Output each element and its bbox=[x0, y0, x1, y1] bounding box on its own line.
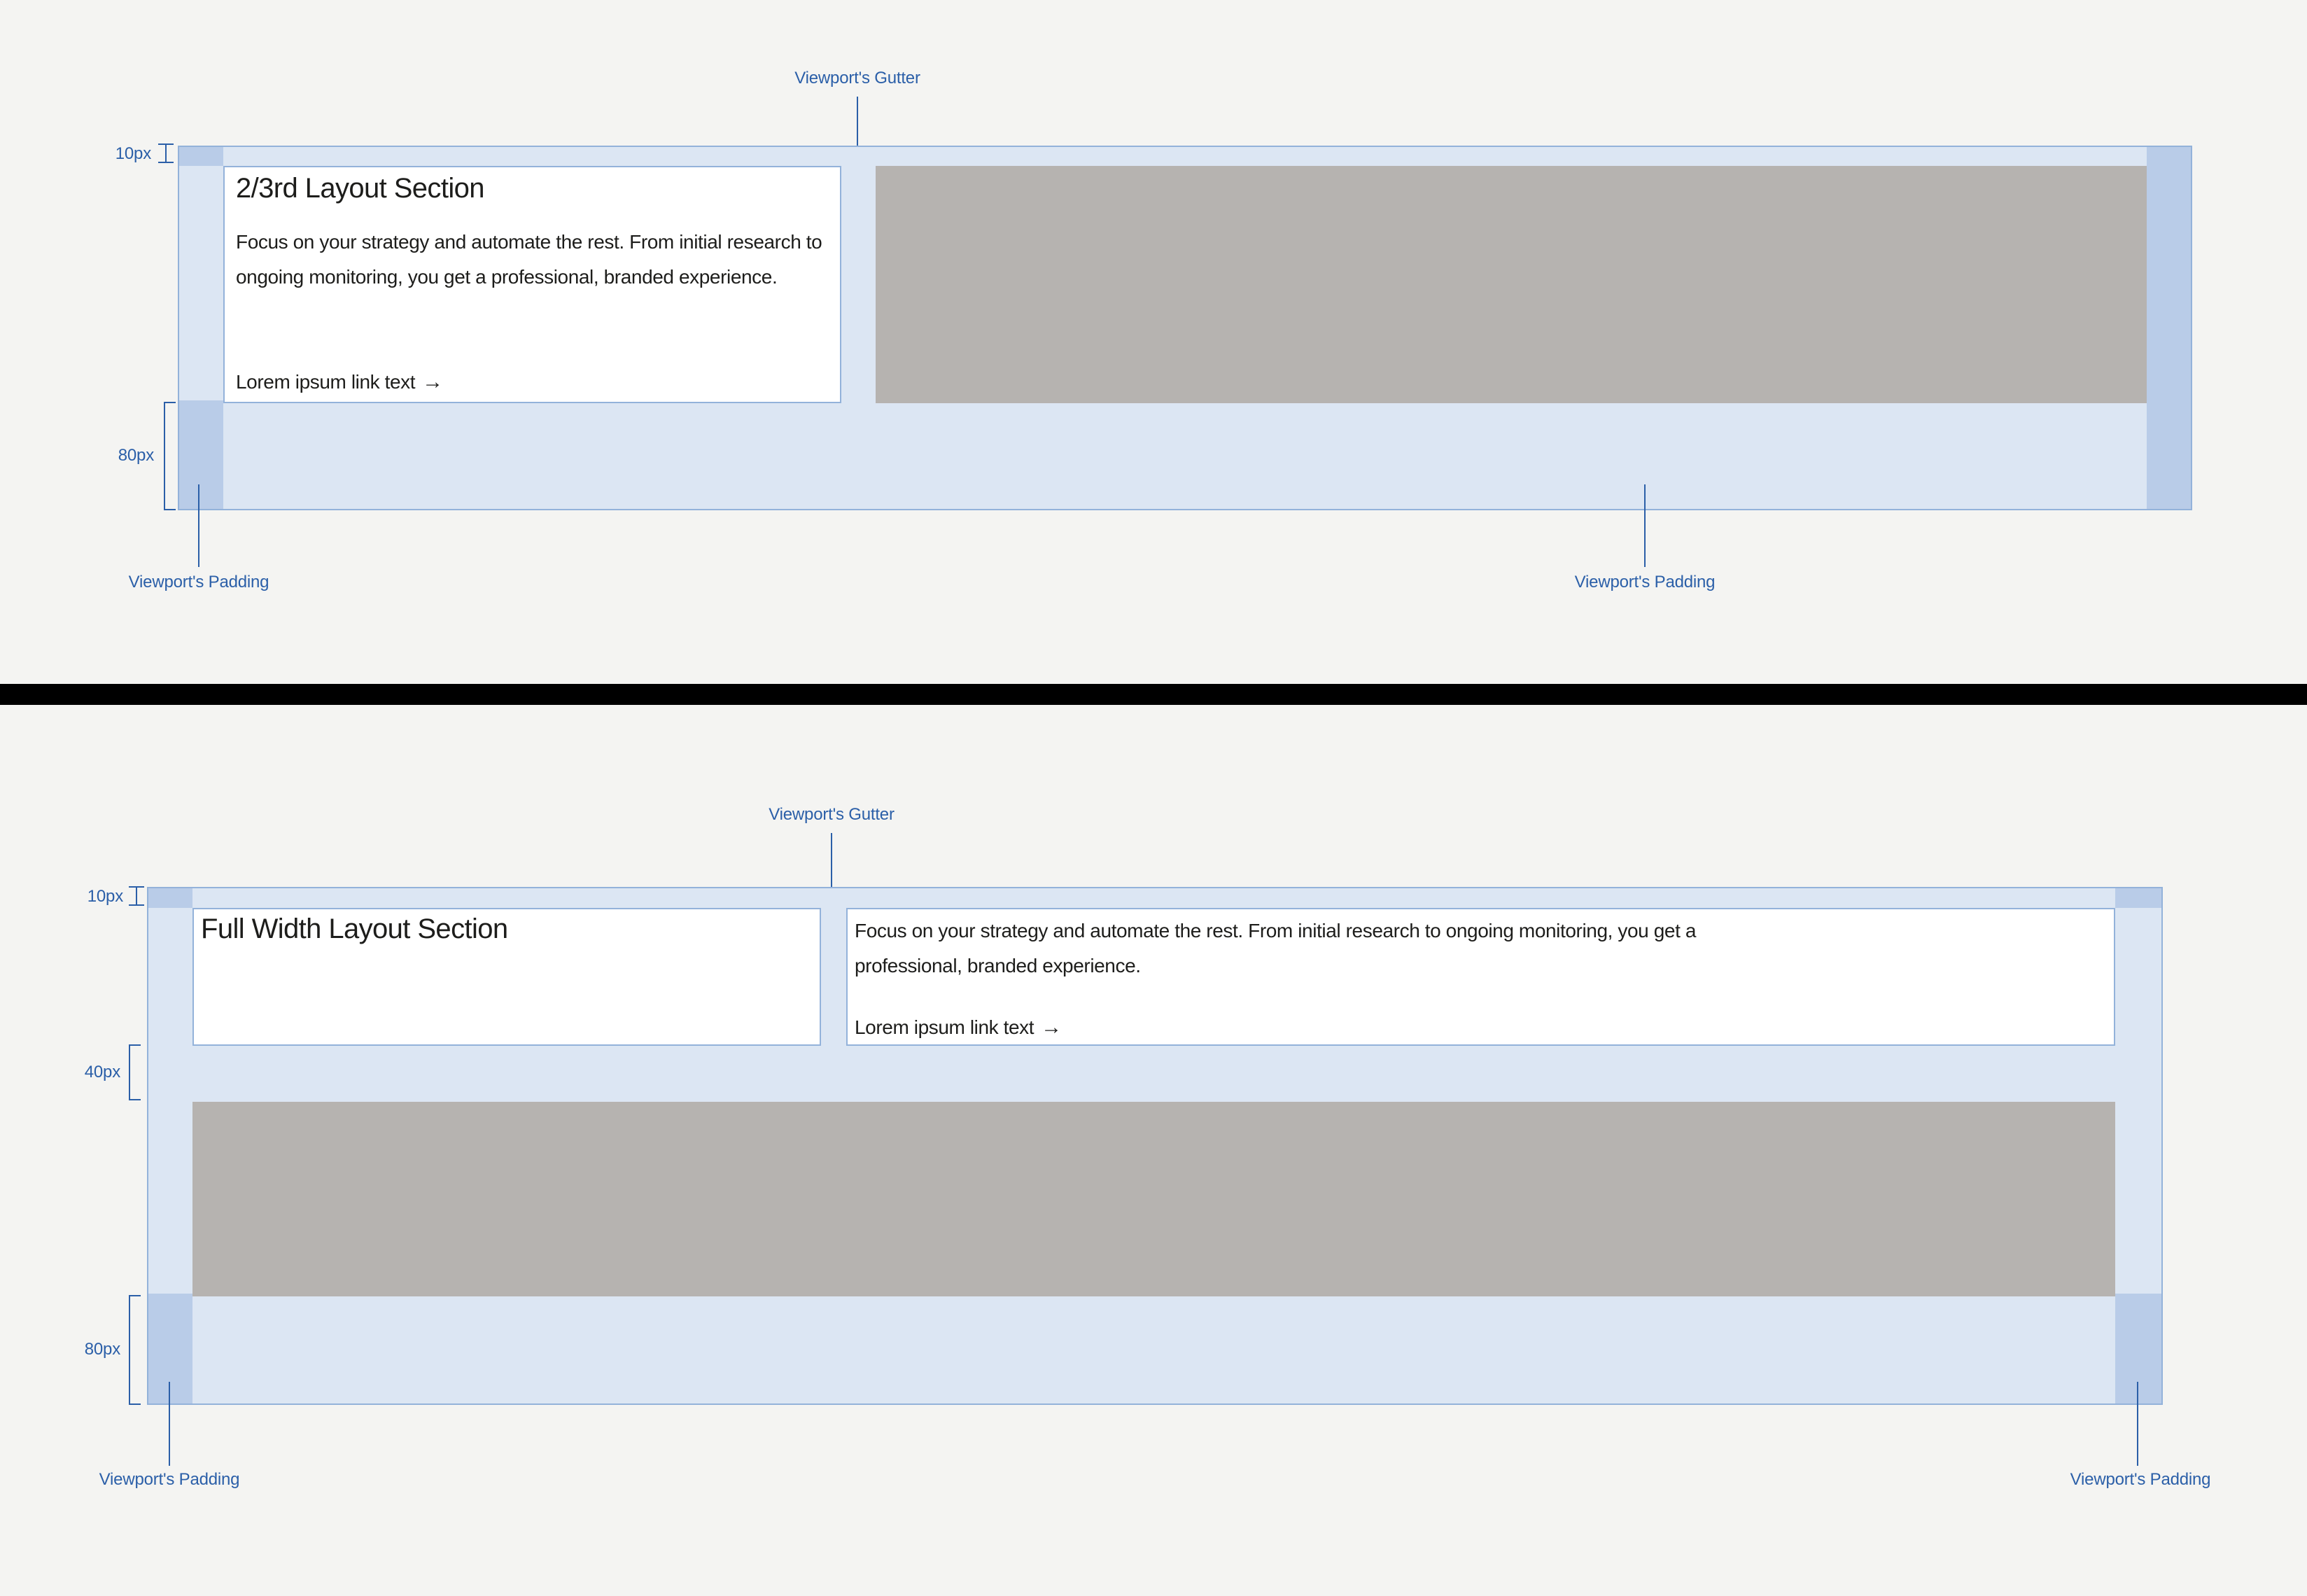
padding-pointer-line-bottom-left bbox=[169, 1382, 170, 1466]
heading-card: Full Width Layout Section bbox=[192, 908, 821, 1046]
top-padding-value-bottom: 10px bbox=[87, 887, 123, 906]
measure-ibeam-icon bbox=[129, 886, 144, 906]
content-card: 2/3rd Layout Section Focus on your strat… bbox=[223, 166, 841, 403]
padding-pointer-line-bottom-right bbox=[2137, 1382, 2138, 1466]
text-card: Focus on your strategy and automate the … bbox=[846, 908, 2115, 1046]
gutter-pointer-line-top bbox=[857, 97, 858, 172]
gutter-annotation-top: Viewport's Gutter bbox=[794, 69, 920, 88]
padding-highlight-bottom-left bbox=[148, 1294, 192, 1404]
arrow-right-icon: → bbox=[1041, 1016, 1062, 1039]
padding-annotation-bottom-right: Viewport's Padding bbox=[2070, 1470, 2211, 1489]
padding-pointer-line-top-right bbox=[1644, 484, 1646, 567]
image-placeholder bbox=[876, 166, 2147, 403]
card-link-label: Lorem ipsum link text bbox=[236, 371, 416, 393]
gutter-annotation-bottom: Viewport's Gutter bbox=[769, 805, 895, 824]
padding-pointer-line-top-left bbox=[198, 484, 199, 567]
arrow-right-icon: → bbox=[422, 370, 443, 393]
top-padding-value-top: 10px bbox=[115, 144, 151, 163]
card-body-text: Focus on your strategy and automate the … bbox=[236, 231, 822, 288]
measure-ibeam-icon bbox=[158, 144, 174, 163]
bottom-padding-value-top: 80px bbox=[118, 446, 154, 465]
padding-highlight-top-left bbox=[179, 147, 223, 166]
gutter-pointer-line-bottom bbox=[831, 833, 832, 909]
measure-bracket-icon bbox=[164, 402, 176, 510]
padding-highlight-top-left bbox=[148, 888, 192, 908]
full-width-layout-diagram: Full Width Layout Section Focus on your … bbox=[147, 887, 2163, 1405]
section-divider bbox=[0, 684, 2307, 705]
image-placeholder bbox=[192, 1102, 2115, 1296]
card-heading: Full Width Layout Section bbox=[201, 913, 508, 944]
mid-gap-value: 40px bbox=[84, 1063, 120, 1082]
bottom-padding-value-bottom: 80px bbox=[84, 1340, 120, 1359]
padding-annotation-top-right: Viewport's Padding bbox=[1574, 573, 1716, 592]
card-link[interactable]: Lorem ipsum link text → bbox=[236, 370, 443, 394]
card-body-text: Focus on your strategy and automate the … bbox=[855, 920, 1696, 976]
padding-highlight-bottom-left bbox=[179, 400, 223, 509]
measure-bracket-icon bbox=[129, 1295, 141, 1405]
padding-highlight-right-column bbox=[2147, 147, 2191, 509]
padding-highlight-bottom-right bbox=[2115, 1294, 2161, 1404]
card-heading: 2/3rd Layout Section bbox=[236, 173, 485, 204]
padding-annotation-bottom-left: Viewport's Padding bbox=[99, 1470, 240, 1489]
measure-bracket-icon bbox=[129, 1044, 141, 1100]
card-link-label: Lorem ipsum link text bbox=[855, 1016, 1035, 1038]
card-link[interactable]: Lorem ipsum link text → bbox=[855, 1016, 1062, 1040]
two-thirds-layout-diagram: 2/3rd Layout Section Focus on your strat… bbox=[178, 146, 2192, 510]
padding-highlight-top-right bbox=[2115, 888, 2161, 908]
padding-annotation-top-left: Viewport's Padding bbox=[128, 573, 269, 592]
